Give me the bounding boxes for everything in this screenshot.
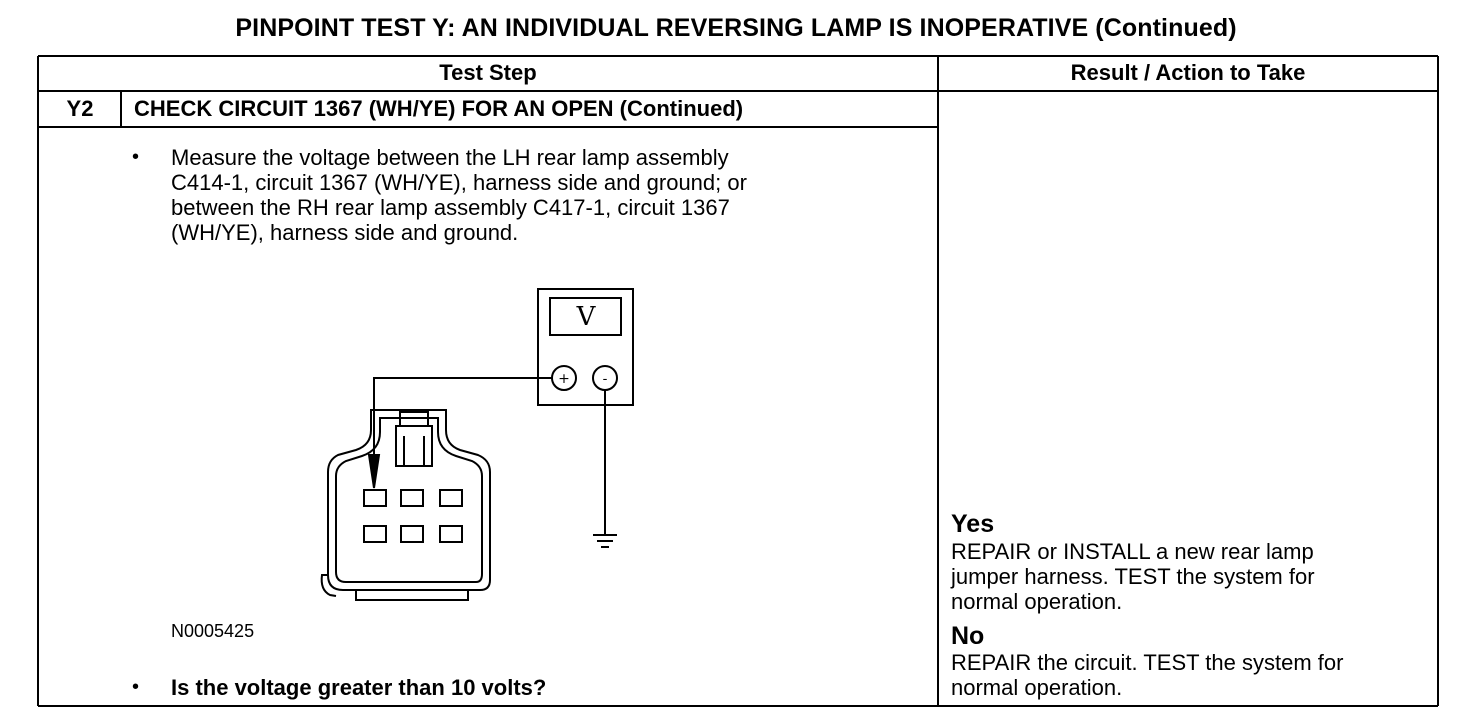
step-title: CHECK CIRCUIT 1367 (WH/YE) FOR AN OPEN (… xyxy=(134,96,744,121)
plus-symbol: + xyxy=(558,371,570,387)
step-code: Y2 xyxy=(66,96,94,121)
connector-housing xyxy=(327,409,491,591)
pin-cavity-2 xyxy=(400,489,424,507)
pin-cavity-5 xyxy=(400,525,424,543)
voltmeter-display xyxy=(549,297,622,336)
header-result-action: Result / Action to Take xyxy=(1070,60,1306,85)
figure-id: N0005425 xyxy=(171,621,255,641)
positive-test-lead xyxy=(373,377,552,455)
result-no-text: REPAIR the circuit. TEST the system for … xyxy=(951,650,1344,700)
instruction-bullet: • xyxy=(132,146,140,168)
question-text: Is the voltage greater than 10 volts? xyxy=(171,675,547,700)
pin-cavity-6 xyxy=(439,525,463,543)
voltmeter-body xyxy=(537,288,634,406)
header-test-step: Test Step xyxy=(439,60,537,85)
result-yes-text: REPAIR or INSTALL a new rear lamp jumper… xyxy=(951,539,1315,614)
page-title: PINPOINT TEST Y: AN INDIVIDUAL REVERSING… xyxy=(235,14,1237,42)
instruction-text: Measure the voltage between the LH rear … xyxy=(171,145,747,245)
result-no-label: No xyxy=(951,622,985,650)
pin-cavity-3 xyxy=(439,489,463,507)
probe-tip xyxy=(367,454,381,489)
pin-cavity-1 xyxy=(363,489,387,507)
pin-cavity-4 xyxy=(363,525,387,543)
result-yes-label: Yes xyxy=(951,510,995,538)
meter-symbol: V xyxy=(576,302,597,332)
question-bullet: • xyxy=(132,676,140,698)
minus-symbol: - xyxy=(603,371,608,387)
